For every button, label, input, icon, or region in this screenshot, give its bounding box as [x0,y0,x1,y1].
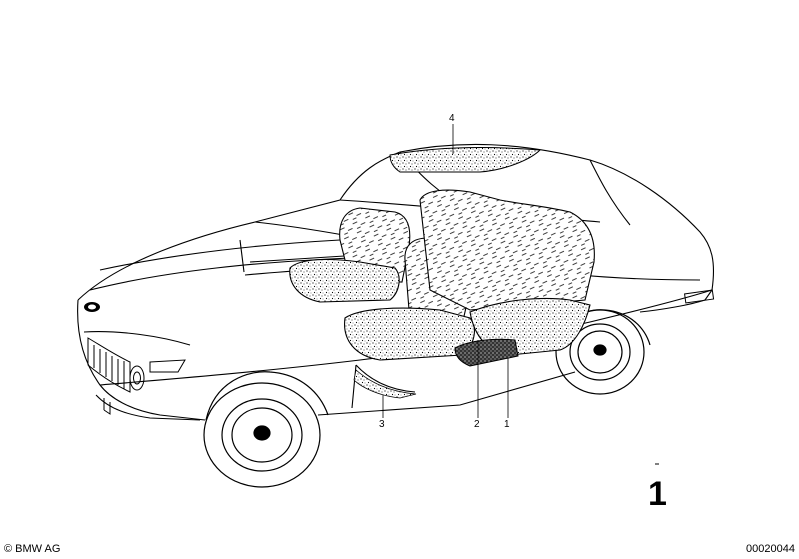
rear-bumper [684,289,715,304]
front-wheel [203,371,329,488]
callout-1: 1 [504,419,510,430]
bmw-logo [84,302,100,312]
copyright-label: © BMW AG [4,543,61,555]
page-number: 1 [648,475,667,513]
floor-carpet [454,338,519,367]
callout-2: 2 [474,419,480,430]
callout-3: 3 [379,419,385,430]
image-number: 00020044 [746,543,795,555]
side-trim [353,369,417,399]
callout-lines [382,124,509,418]
headliner [389,146,542,173]
front-grille [87,337,201,421]
callout-4: 4 [449,113,455,124]
